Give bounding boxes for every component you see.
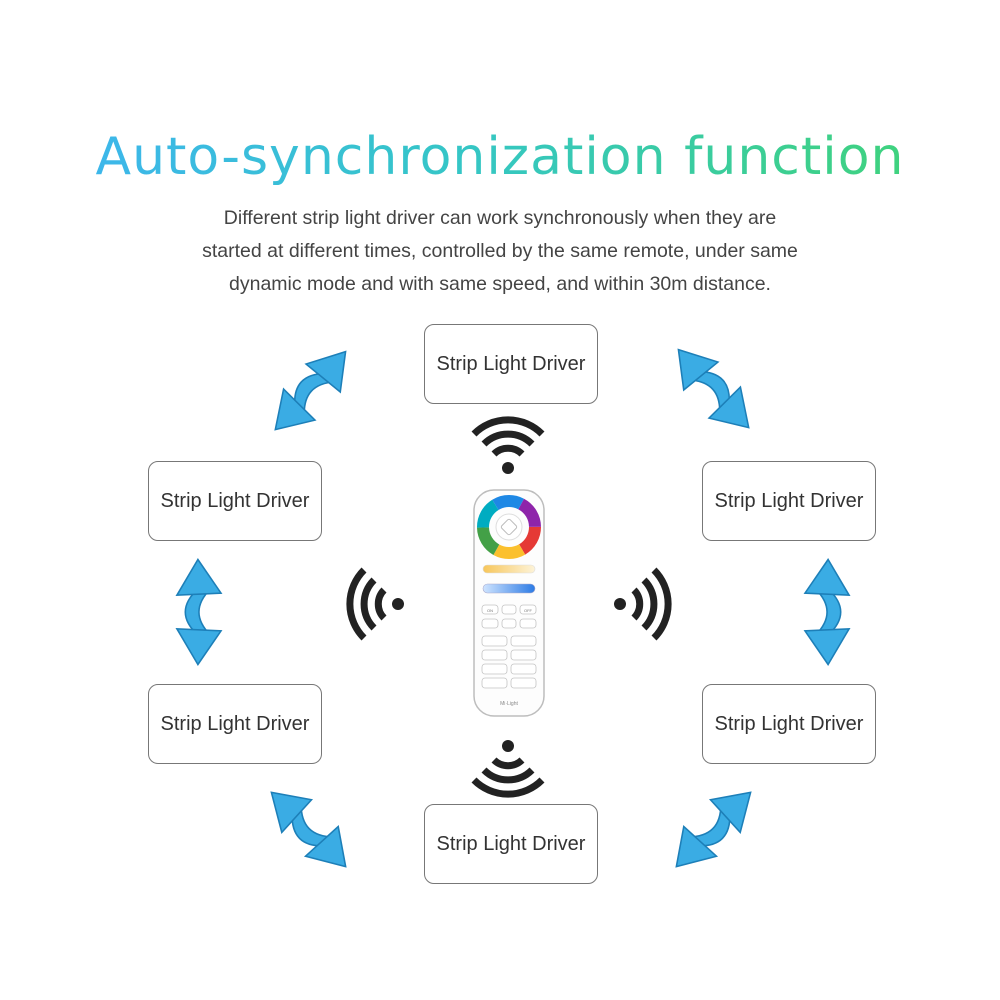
- description-line-1: Different strip light driver can work sy…: [223, 207, 777, 229]
- driver-box-upper-left: Strip Light Driver: [148, 461, 322, 541]
- driver-box-top: Strip Light Driver: [424, 324, 598, 404]
- remote-key-on: ON: [487, 608, 493, 613]
- sync-arrow-icon: [660, 334, 766, 444]
- description-line-3: dynamic mode and with same speed, and wi…: [229, 273, 771, 295]
- driver-box-lower-left: Strip Light Driver: [148, 684, 322, 764]
- page-title: Auto-synchronization function: [95, 127, 905, 187]
- description-line-2: started at different times, controlled b…: [202, 240, 798, 262]
- sync-arrow-icon: [804, 558, 850, 666]
- sync-arrow-icon: [258, 336, 364, 446]
- driver-box-upper-right: Strip Light Driver: [702, 461, 876, 541]
- wifi-signal-icon: [474, 420, 542, 474]
- wifi-signal-icon: [350, 570, 404, 638]
- wifi-signal-icon: [614, 570, 668, 638]
- remote-control-icon: ON OFF Mi·Light: [473, 489, 545, 717]
- sync-arrow-icon: [659, 775, 767, 883]
- sync-arrow-icon: [176, 558, 222, 666]
- remote-key-off: OFF: [524, 608, 533, 613]
- remote-brand-logo: Mi·Light: [500, 701, 518, 707]
- driver-box-lower-right: Strip Light Driver: [702, 684, 876, 764]
- description: Different strip light driver can work sy…: [150, 202, 850, 301]
- driver-box-bottom: Strip Light Driver: [424, 804, 598, 884]
- wifi-signal-icon: [474, 740, 542, 794]
- sync-arrow-icon: [255, 775, 363, 883]
